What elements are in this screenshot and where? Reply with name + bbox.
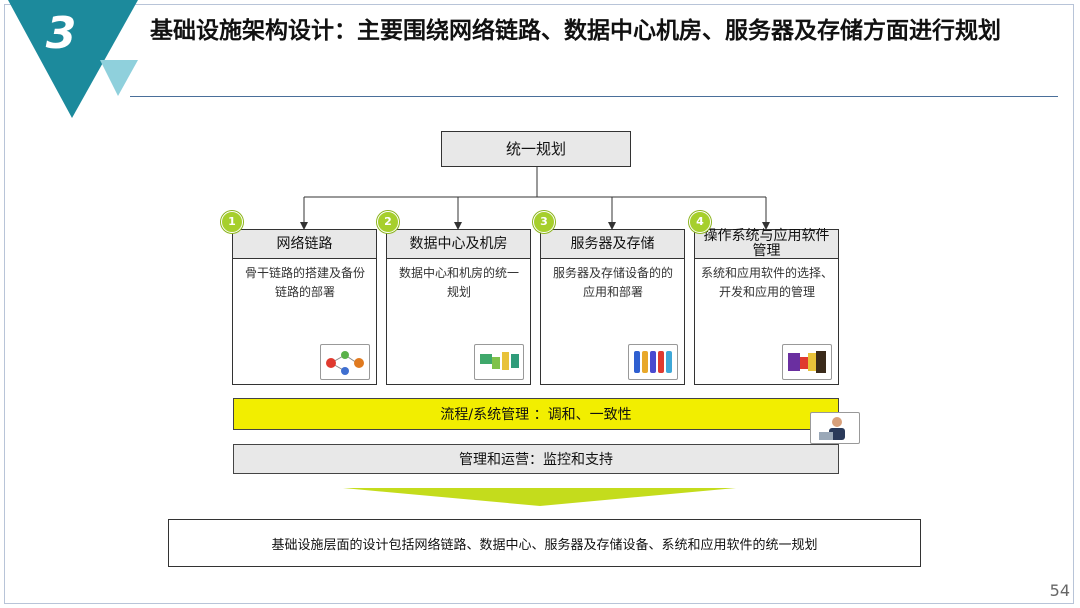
datacenter-blocks-icon (474, 344, 524, 380)
process-management-bar: 流程/系统管理 ：调和、一致性 (233, 398, 839, 430)
conclusion-box: 基础设施层面的设计包括网络链路、数据中心、服务器及存储设备、系统和应用软件的统一… (168, 519, 921, 567)
page-number: 54 (1049, 581, 1070, 600)
section-triangle (8, 0, 138, 118)
column-2-text: 数据中心和机房的统一规划 (398, 266, 519, 299)
operations-bar: 管理和运营：监控和支持 (233, 444, 839, 474)
server-storage-icon (628, 344, 678, 380)
slide-title: 基础设施架构设计：主要围绕网络链路、数据中心机房、服务器及存储方面进行规划 (150, 18, 1001, 44)
column-4-body (694, 258, 839, 385)
section-number: 3 (45, 8, 77, 59)
column-2-header: 数据中心及机房 (386, 229, 531, 259)
person-at-laptop-icon (810, 412, 860, 444)
column-1-badge: 1 (221, 211, 243, 233)
software-blocks-icon (782, 344, 832, 380)
network-nodes-icon (320, 344, 370, 380)
column-1-header: 网络链路 (232, 229, 377, 259)
column-3-header: 服务器及存储 (540, 229, 685, 259)
column-4-header: 操作系统与应用软件管理 (694, 229, 839, 259)
section-triangle-main (8, 0, 138, 118)
column-3-text: 服务器及存储设备的的应用和部署 (552, 266, 673, 299)
section-triangle-accent (100, 60, 138, 96)
column-1-text: 骨干链路的搭建及备份链路的部署 (244, 266, 365, 299)
unified-planning-box: 统一规划 (441, 131, 631, 167)
column-4-text: 系统和应用软件的选择、开发和应用的管理 (700, 266, 833, 299)
column-3-badge: 3 (533, 211, 555, 233)
column-4-badge: 4 (689, 211, 711, 233)
column-2-badge: 2 (377, 211, 399, 233)
title-divider (130, 96, 1058, 97)
slide-frame (4, 4, 1074, 604)
